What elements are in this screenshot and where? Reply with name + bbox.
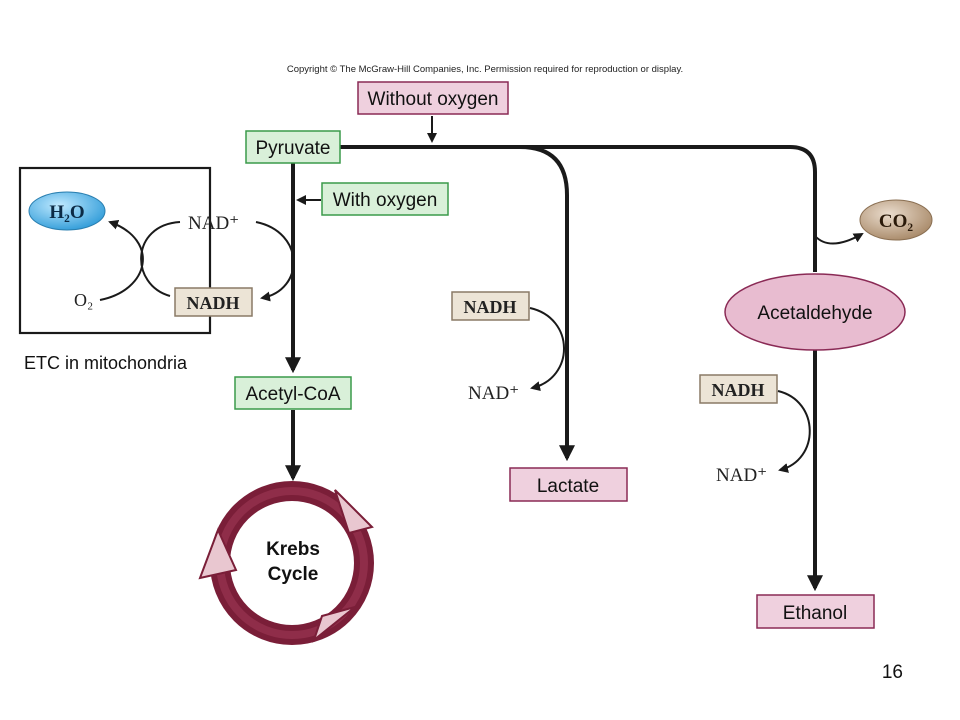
acetyl-coa-label: Acetyl-CoA — [245, 384, 340, 405]
lactate-nadh-box — [451, 291, 530, 321]
lactate-nadh-to-nad-arc — [529, 307, 565, 392]
etc-caption: ETC in mitochondria — [24, 353, 188, 373]
lactate-nadh-label: NADH — [464, 297, 517, 317]
ethanol-nadh-box — [699, 374, 778, 404]
with-oxygen-box — [321, 182, 449, 216]
oxygen-nad-cycle-arc — [255, 221, 295, 302]
with-oxygen-label: With oxygen — [333, 190, 438, 211]
co2-oval — [859, 199, 933, 241]
pyruvate-top-line — [340, 145, 817, 272]
page-number: 16 — [882, 662, 903, 683]
etc-o2-to-h2o-arc — [99, 220, 144, 301]
ethanol-box — [756, 594, 875, 629]
h2o-oval — [28, 191, 106, 231]
ethanol-nadh-label: NADH — [712, 380, 765, 400]
h2o-label: H₂O — [49, 202, 84, 223]
krebs-label-line1: Krebs — [266, 539, 320, 560]
acetaldehyde-oval — [724, 273, 906, 351]
acetaldehyde-label: Acetaldehyde — [757, 303, 872, 324]
copyright-notice: Copyright © The McGraw-Hill Companies, I… — [287, 64, 683, 75]
lactate-label: Lactate — [537, 476, 599, 497]
o2-label: O₂ — [74, 290, 93, 310]
krebs-label-line2: Cycle — [268, 564, 319, 585]
co2-release-arrow — [814, 233, 864, 245]
without-oxygen-box — [357, 81, 509, 115]
pyruvate-box — [245, 130, 341, 164]
etc-nadh-label: NADH — [187, 293, 240, 313]
ethanol-label: Ethanol — [783, 603, 847, 624]
krebs-arrowhead-left — [198, 527, 238, 580]
ethanol-nadh-to-nad-arc — [777, 390, 811, 473]
ethanol-nad-plus-label: NAD⁺ — [716, 465, 767, 486]
acetyl-coa-box — [234, 376, 352, 410]
lactate-box — [509, 467, 628, 502]
krebs-cycle-ring — [198, 481, 374, 645]
without-oxygen-label: Without oxygen — [368, 89, 499, 110]
etc-nadh-to-nad-arc — [140, 221, 181, 297]
krebs-arrowhead-bottom — [311, 606, 356, 643]
lactate-branch — [519, 145, 575, 462]
krebs-arrowhead-right — [334, 489, 374, 535]
lactate-nad-plus-label: NAD⁺ — [468, 383, 519, 404]
etc-box — [18, 166, 212, 335]
pyruvate-label: Pyruvate — [256, 138, 331, 159]
etc-nad-plus-label: NAD⁺ — [188, 213, 239, 234]
co2-label: CO₂ — [879, 211, 914, 232]
etc-nadh-box — [174, 287, 253, 317]
